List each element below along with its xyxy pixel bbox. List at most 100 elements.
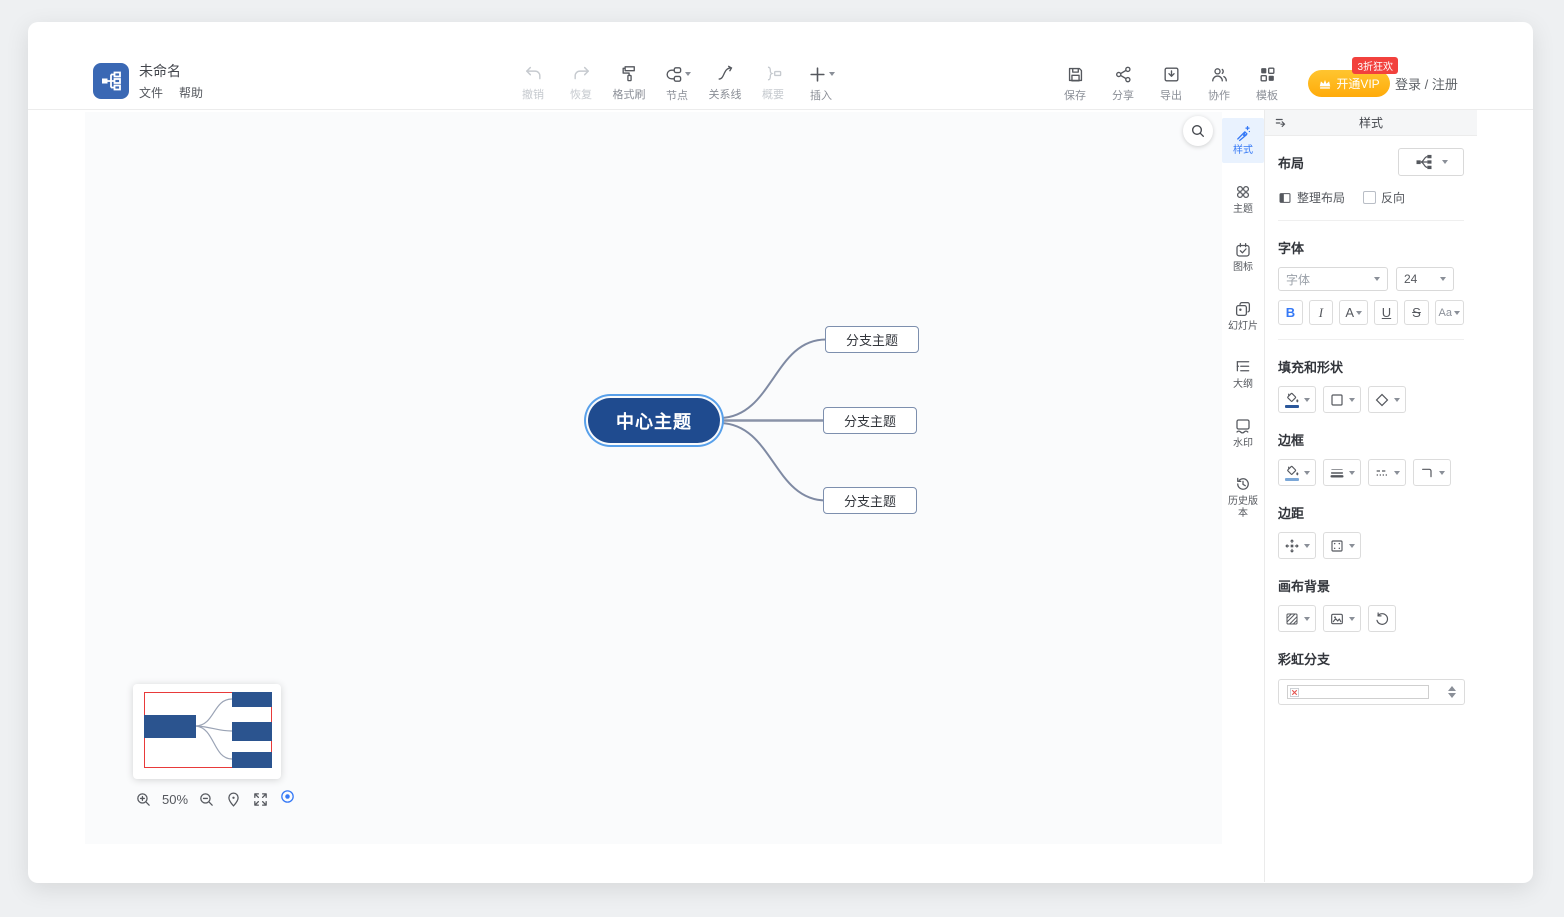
rainbow-swatch — [1287, 685, 1429, 699]
collapse-panel-icon[interactable] — [1274, 116, 1288, 130]
theme-icon — [1236, 185, 1250, 198]
relation-line-button[interactable]: 关系线 — [703, 64, 747, 103]
bold-button[interactable]: B — [1278, 300, 1303, 325]
arrange-layout-button[interactable]: 整理布局 — [1278, 189, 1345, 206]
rainbow-stepper[interactable] — [1448, 686, 1456, 698]
login-register-link[interactable]: 登录 / 注册 — [1395, 77, 1458, 92]
border-color-button[interactable] — [1278, 459, 1316, 486]
share-button[interactable]: 分享 — [1105, 65, 1141, 103]
minimap-branch-node — [232, 752, 272, 768]
menu-help[interactable]: 帮助 — [179, 86, 204, 100]
summary-button[interactable]: 概要 — [751, 64, 795, 103]
vip-area: 开通VIP 3折狂欢 — [1308, 57, 1398, 97]
strikethrough-button[interactable]: S — [1404, 300, 1429, 325]
header: 未命名 文件 帮助 撤销 恢复 — [28, 22, 1533, 110]
relation-line-icon — [717, 65, 732, 80]
text-case-button[interactable]: Aa — [1434, 300, 1465, 325]
minimap-toggle-button[interactable] — [279, 788, 296, 810]
tab-icon[interactable]: 图标 — [1222, 235, 1264, 280]
collaborate-icon — [1211, 68, 1227, 82]
panel-title: 样式 — [1358, 116, 1383, 130]
tab-style[interactable]: 样式 — [1222, 118, 1264, 163]
collaborate-button[interactable]: 协作 — [1201, 65, 1237, 103]
bg-reset-button[interactable] — [1368, 605, 1396, 632]
menu-file[interactable]: 文件 — [139, 86, 164, 100]
layout-caret-icon — [1442, 160, 1448, 164]
branch-topic-node[interactable]: 分支主题 — [823, 407, 917, 434]
font-color-caret-icon — [1356, 310, 1363, 315]
layout-type-dropdown[interactable] — [1398, 148, 1464, 176]
tab-history[interactable]: 历史版本 — [1222, 469, 1264, 525]
reverse-checkbox[interactable] — [1363, 191, 1377, 204]
undo-button[interactable]: 撤销 — [511, 64, 555, 103]
zoom-in-icon[interactable] — [135, 791, 152, 808]
fit-screen-icon[interactable] — [252, 791, 269, 808]
zoom-controls: 50% — [135, 788, 296, 810]
tab-outline[interactable]: 大纲 — [1222, 352, 1264, 397]
zoom-level[interactable]: 50% — [162, 791, 189, 807]
document-title[interactable]: 未命名 — [139, 63, 181, 79]
outer-margin-caret-icon — [1349, 543, 1355, 548]
insert-caret-icon — [828, 72, 835, 76]
locate-center-icon[interactable] — [225, 791, 242, 808]
export-button[interactable]: 导出 — [1153, 65, 1189, 103]
line-width-icon — [1330, 468, 1344, 478]
center-topic-node[interactable]: 中心主题 — [588, 398, 720, 443]
style-panel: 样式 布局 — [1264, 110, 1477, 882]
underline-button[interactable]: U — [1374, 300, 1399, 325]
fill-color-button[interactable] — [1278, 386, 1316, 413]
save-button[interactable]: 保存 — [1057, 65, 1093, 103]
undo-icon — [525, 66, 541, 80]
font-color-button[interactable]: A — [1338, 300, 1369, 325]
line-style-icon — [1376, 469, 1388, 476]
app-logo[interactable] — [93, 63, 129, 99]
bg-pattern-icon — [1286, 613, 1298, 624]
slides-icon — [1235, 301, 1251, 316]
minimap-center-node — [144, 715, 196, 738]
format-painter-button[interactable]: 格式刷 — [607, 64, 651, 103]
border-width-button[interactable] — [1323, 459, 1361, 486]
border-style-caret-icon — [1394, 470, 1400, 475]
corner-style-icon — [1422, 468, 1432, 477]
crown-icon — [1320, 79, 1331, 89]
italic-button[interactable]: I — [1308, 300, 1333, 325]
node-icon — [666, 66, 681, 82]
branch-topic-node[interactable]: 分支主题 — [823, 487, 917, 514]
border-style-button[interactable] — [1368, 459, 1406, 486]
minimap[interactable] — [133, 684, 281, 779]
canvas[interactable]: 中心主题 分支主题 分支主题 分支主题 — [85, 112, 1222, 844]
tab-theme[interactable]: 主题 — [1222, 177, 1264, 222]
panel-header: 样式 — [1265, 110, 1477, 136]
shape-diamond-button[interactable] — [1368, 386, 1406, 413]
reverse-layout-option[interactable]: 反向 — [1363, 189, 1405, 206]
bg-image-button[interactable] — [1323, 605, 1361, 632]
bg-image-caret-icon — [1349, 616, 1355, 621]
branch-topic-node[interactable]: 分支主题 — [825, 326, 919, 353]
font-heading: 字体 — [1278, 241, 1305, 256]
rainbow-branch-select[interactable] — [1278, 679, 1465, 705]
margin-heading: 边距 — [1278, 506, 1305, 521]
inner-padding-button[interactable] — [1278, 532, 1316, 559]
insert-button[interactable]: 插入 — [799, 64, 843, 103]
mindmap-logo-icon — [102, 71, 121, 91]
font-size-select[interactable]: 24 — [1396, 267, 1454, 291]
node-button[interactable]: 节点 — [655, 64, 699, 103]
icon-tab-icon — [1236, 242, 1250, 257]
outer-margin-button[interactable] — [1323, 532, 1361, 559]
export-icon — [1163, 67, 1179, 82]
vip-button[interactable]: 开通VIP — [1308, 70, 1390, 97]
zoom-out-icon[interactable] — [198, 791, 215, 808]
diamond-shape-icon — [1375, 393, 1389, 406]
minimap-branch-node — [232, 692, 272, 707]
template-button[interactable]: 模板 — [1249, 65, 1285, 103]
fill-shape-heading: 填充和形状 — [1278, 360, 1344, 375]
tab-watermark[interactable]: 水印 — [1222, 411, 1264, 456]
border-corner-button[interactable] — [1413, 459, 1451, 486]
tab-slides[interactable]: 幻灯片 — [1222, 294, 1264, 339]
font-family-select[interactable]: 字体 — [1278, 267, 1388, 291]
shape-square-button[interactable] — [1323, 386, 1361, 413]
search-button[interactable] — [1183, 116, 1213, 146]
font-size-caret-icon — [1440, 277, 1446, 281]
redo-button[interactable]: 恢复 — [559, 64, 603, 103]
bg-pattern-button[interactable] — [1278, 605, 1316, 632]
